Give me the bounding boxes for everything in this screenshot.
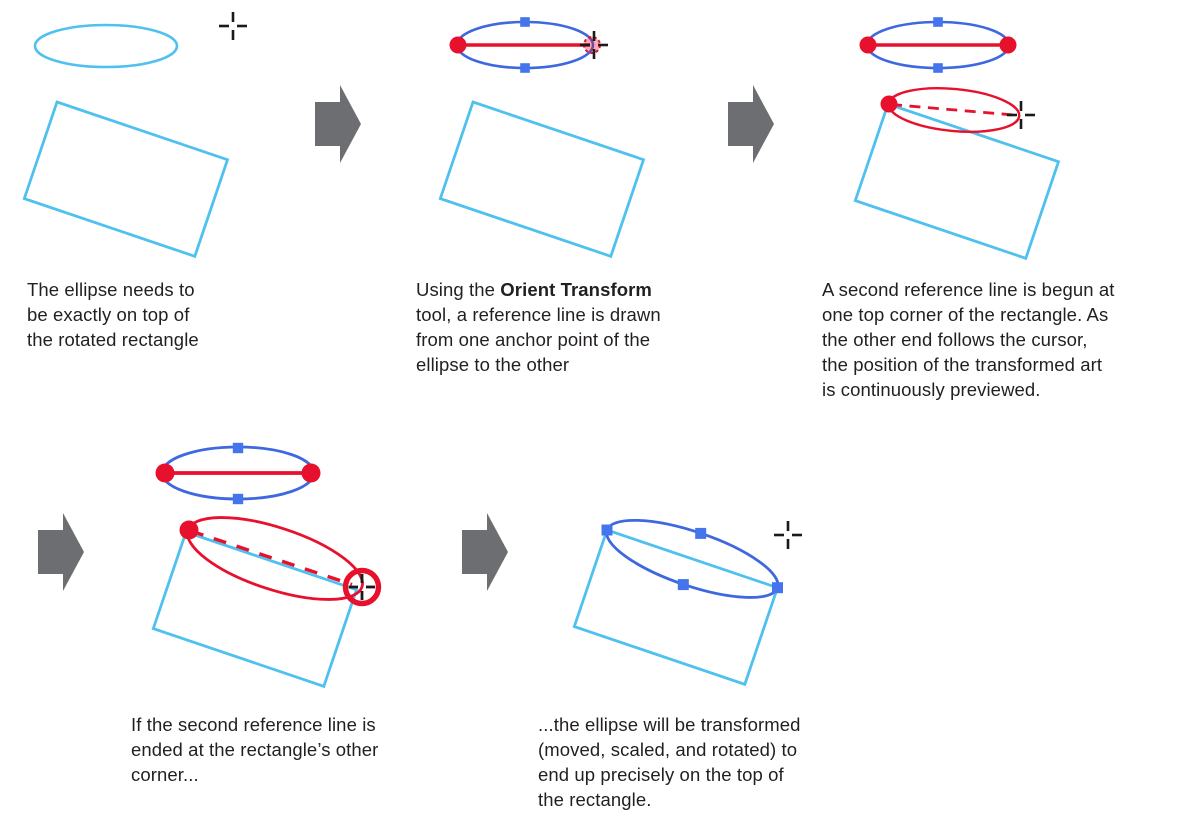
anchor-handle [695, 527, 707, 539]
crosshair-cursor-icon [219, 12, 247, 40]
step3-artwork [853, 17, 1061, 261]
tool-name: Orient Transform [500, 279, 652, 300]
caption-line: from one anchor point of the [416, 329, 651, 350]
anchor-handle [677, 579, 689, 591]
reference-point [155, 463, 175, 483]
caption-line: ellipse to the other [416, 354, 570, 375]
caption-line: The ellipse needs to [27, 279, 195, 300]
step2-artwork [438, 17, 646, 259]
caption-line: (moved, scaled, and rotated) to [538, 739, 798, 760]
crosshair-cursor-icon [774, 521, 802, 549]
anchor-handle [232, 493, 244, 505]
reference-point [301, 463, 321, 483]
step1-artwork [22, 12, 247, 259]
step5-caption: ...the ellipse will be transformed (move… [538, 712, 801, 812]
reference-point [449, 36, 467, 54]
crosshair-cursor-icon [580, 31, 608, 59]
step-arrow-icon [462, 513, 508, 591]
anchor-handle [601, 524, 613, 536]
caption-line: the rotated rectangle [27, 329, 199, 350]
anchor-handle [933, 63, 943, 73]
rotated-rectangle [151, 530, 359, 689]
anchor-handle [232, 442, 244, 454]
step3-caption: A second reference line is begun at one … [822, 277, 1115, 402]
caption-line: If the second reference line is [131, 714, 376, 735]
preview-ellipse [186, 516, 364, 601]
anchor-handle [772, 582, 783, 594]
step5-artwork [572, 518, 802, 687]
second-reference-line-dashed [890, 103, 1015, 117]
step-arrow-icon [315, 85, 361, 163]
caption-line: Using the Orient Transform [416, 279, 652, 300]
caption-line: the other end follows the cursor, [822, 329, 1088, 350]
step-arrow-icon [728, 85, 774, 163]
rotated-rectangle [853, 102, 1061, 261]
caption-line: ended at the rectangle’s other [131, 739, 379, 760]
crosshair-cursor-icon [349, 574, 375, 600]
crosshair-cursor-icon [1007, 101, 1035, 129]
snap-ring-icon [342, 567, 382, 607]
step4-caption: If the second reference line is ended at… [131, 712, 378, 787]
caption-line: A second reference line is begun at [822, 279, 1115, 300]
anchor-handle [933, 17, 943, 27]
reference-point [999, 36, 1017, 54]
reference-point [179, 520, 199, 540]
step-arrow-icon [38, 513, 84, 591]
second-reference-line-dashed [190, 529, 353, 587]
anchor-handle [520, 63, 530, 73]
reference-point [859, 36, 877, 54]
rotated-rectangle [22, 100, 230, 259]
caption-line: is continuously previewed. [822, 379, 1041, 400]
caption-line: end up precisely on the top of [538, 764, 784, 785]
caption-line: tool, a reference line is drawn [416, 304, 661, 325]
source-ellipse [33, 23, 179, 69]
anchor-handle [520, 17, 530, 27]
reference-point [880, 95, 898, 113]
caption-line: the rectangle. [538, 789, 652, 810]
rotated-rectangle [438, 100, 646, 259]
step1-caption: The ellipse needs to be exactly on top o… [27, 277, 199, 352]
caption-line: be exactly on top of [27, 304, 190, 325]
caption-line: ...the ellipse will be transformed [538, 714, 801, 735]
caption-line: corner... [131, 764, 199, 785]
rotated-rectangle [572, 528, 780, 687]
step2-caption: Using the Orient Transform tool, a refer… [416, 277, 661, 377]
caption-line: the position of the transformed art [822, 354, 1103, 375]
step4-artwork [151, 442, 382, 689]
caption-line: one top corner of the rectangle. As [822, 304, 1109, 325]
